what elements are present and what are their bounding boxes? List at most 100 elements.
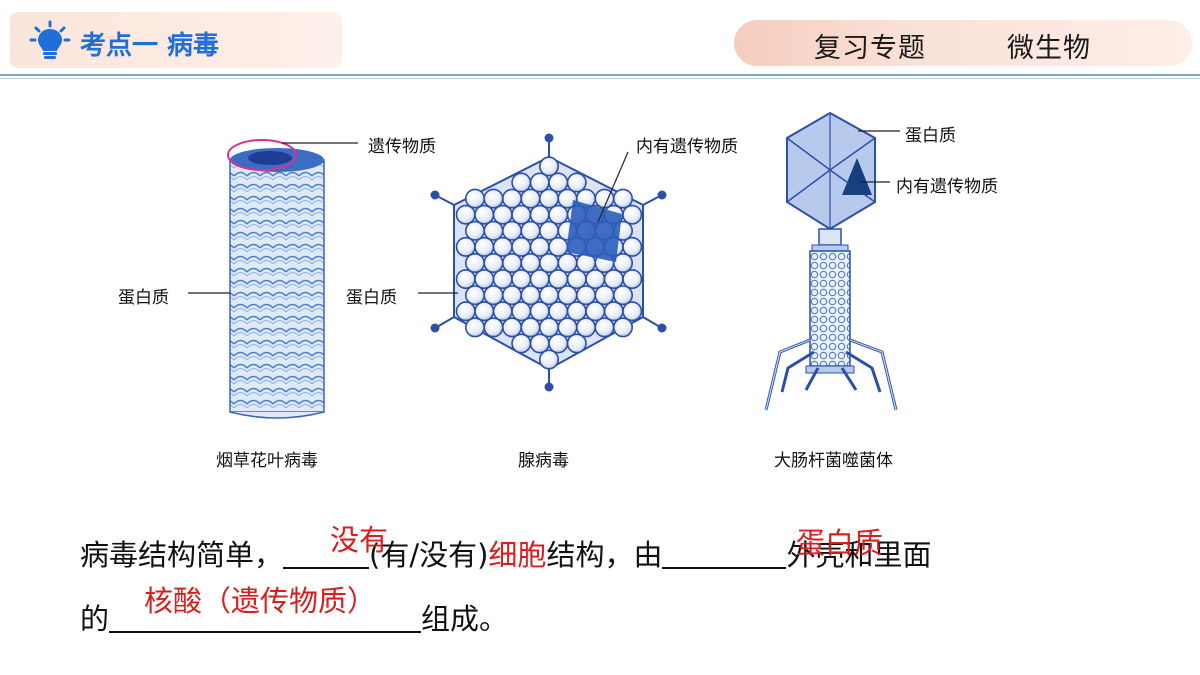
capsomere bbox=[603, 269, 624, 290]
answer-3: 核酸（遗传物质） bbox=[144, 584, 377, 618]
header-divider-thin bbox=[0, 78, 1200, 79]
capsomere bbox=[492, 269, 513, 290]
capsomere bbox=[511, 236, 532, 257]
capsomere bbox=[474, 204, 495, 225]
capsomere bbox=[603, 301, 624, 322]
capsomere bbox=[612, 253, 633, 274]
tmv-caption: 烟草花叶病毒 bbox=[216, 451, 318, 471]
sentence-text-g: 组成。 bbox=[421, 602, 509, 636]
capsomere bbox=[529, 333, 550, 354]
capsomere bbox=[511, 301, 532, 322]
capsomere bbox=[585, 269, 606, 290]
capsomere bbox=[612, 188, 633, 209]
capsomere bbox=[585, 301, 606, 322]
capsomere bbox=[492, 236, 513, 257]
capsomere bbox=[548, 236, 569, 257]
capsomere bbox=[529, 236, 550, 257]
capsomere bbox=[520, 220, 541, 241]
adenovirus-protein-label: 蛋白质 bbox=[346, 288, 397, 308]
sentence-line-1: 病毒结构简单， (有/没有)细胞结构，由 外壳和里面 bbox=[80, 532, 931, 574]
capsomere bbox=[492, 204, 513, 225]
capsomere bbox=[455, 301, 476, 322]
capsomere bbox=[538, 349, 559, 370]
capsomere bbox=[520, 253, 541, 274]
capsomere bbox=[511, 204, 532, 225]
header-divider bbox=[0, 74, 1200, 76]
topic-label: 复习专题 bbox=[814, 33, 926, 64]
capsomere bbox=[520, 188, 541, 209]
capsomere bbox=[538, 317, 559, 338]
blank-3 bbox=[109, 603, 422, 633]
capsomere bbox=[622, 269, 643, 290]
section-title: 考点一 病毒 bbox=[80, 31, 220, 61]
capsomere bbox=[548, 204, 569, 225]
capsomere bbox=[483, 317, 504, 338]
capsomere bbox=[455, 204, 476, 225]
sentence-line-2: 的组成。 bbox=[80, 596, 508, 638]
topic-banner: 复习专题 微生物 bbox=[734, 20, 1192, 66]
capsomere bbox=[520, 285, 541, 306]
capsomere bbox=[557, 285, 578, 306]
adenovirus-genetic-label: 内有遗传物质 bbox=[636, 137, 738, 157]
capsomere bbox=[492, 301, 513, 322]
capsomere bbox=[538, 220, 559, 241]
capsomere bbox=[455, 269, 476, 290]
phage-caption: 大肠杆菌噬菌体 bbox=[774, 451, 893, 471]
sentence-text-d: 结构，由 bbox=[546, 538, 663, 572]
capsomere bbox=[501, 317, 522, 338]
adenovirus-caption: 腺病毒 bbox=[518, 451, 569, 471]
capsomere bbox=[464, 220, 485, 241]
capsomere bbox=[474, 236, 495, 257]
blank-1 bbox=[283, 539, 370, 569]
capsomere bbox=[520, 317, 541, 338]
capsomere bbox=[566, 333, 587, 354]
capsomere bbox=[529, 301, 550, 322]
sentence-text-b: (有/没有) bbox=[369, 538, 489, 572]
capsomere bbox=[548, 269, 569, 290]
highlight-cell: 细胞 bbox=[488, 538, 547, 572]
answer-2: 蛋白质 bbox=[796, 526, 884, 560]
capsomere bbox=[501, 220, 522, 241]
capsomere bbox=[501, 253, 522, 274]
capsomere bbox=[483, 188, 504, 209]
lightbulb-icon bbox=[29, 20, 71, 59]
capsomere bbox=[511, 333, 532, 354]
capsomere bbox=[566, 301, 587, 322]
phage-protein-label: 蛋白质 bbox=[905, 126, 956, 146]
capsomere bbox=[455, 236, 476, 257]
sentence-text-e: 外壳和里面 bbox=[786, 538, 932, 572]
capsomere bbox=[575, 285, 596, 306]
tmv-rod bbox=[227, 139, 325, 419]
capsomere bbox=[483, 253, 504, 274]
capsomere bbox=[464, 188, 485, 209]
capsomere bbox=[511, 172, 532, 193]
capsomere bbox=[538, 156, 559, 177]
sentence-text-a: 病毒结构简单， bbox=[80, 538, 284, 572]
capsomere bbox=[548, 333, 569, 354]
tmv-protein-label: 蛋白质 bbox=[118, 288, 169, 308]
capsomere bbox=[474, 269, 495, 290]
capsomere bbox=[464, 317, 485, 338]
capsomere bbox=[566, 172, 587, 193]
capsomere bbox=[557, 253, 578, 274]
capsomere bbox=[538, 285, 559, 306]
phage-genetic-label: 内有遗传物质 bbox=[896, 177, 998, 197]
capsomere bbox=[483, 220, 504, 241]
section-title-banner: 考点一 病毒 bbox=[10, 12, 342, 68]
topic-name: 微生物 bbox=[1007, 33, 1091, 64]
capsomere bbox=[612, 317, 633, 338]
capsomere bbox=[612, 285, 633, 306]
capsomere bbox=[483, 285, 504, 306]
capsomere bbox=[548, 172, 569, 193]
capsomere bbox=[622, 301, 643, 322]
capsomere bbox=[511, 269, 532, 290]
capsomere bbox=[464, 285, 485, 306]
capsomere bbox=[622, 204, 643, 225]
capsomere bbox=[529, 269, 550, 290]
capsomere bbox=[594, 285, 615, 306]
answer-1: 没有 bbox=[330, 523, 389, 557]
capsomere bbox=[501, 285, 522, 306]
capsomere bbox=[538, 253, 559, 274]
capsomere bbox=[622, 236, 643, 257]
